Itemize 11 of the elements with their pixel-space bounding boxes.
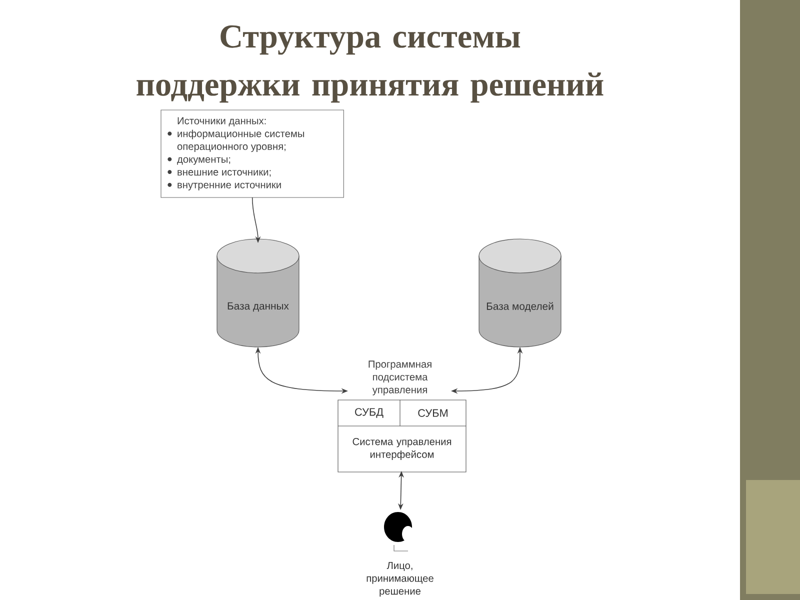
text-box: Источники данных: информационные системы операционного уровня; документы; внешние источники; внутренние источники	[160, 110, 344, 198]
cylinder: База моделей	[478, 238, 562, 348]
cylinder: База данных	[216, 238, 300, 348]
person-caption: Лицо, принимающее решение	[366, 562, 434, 597]
cell-label: Система управления интерфейсом	[352, 438, 452, 460]
subsystem-box	[338, 400, 466, 472]
cell-label: СУБД	[355, 408, 384, 418]
box-heading: Программная подсистема управления	[368, 360, 432, 396]
person-drawing	[384, 512, 414, 552]
cell-label: СУБМ	[418, 409, 448, 417]
slide-title: Структура системы поддержки принятия решений	[136, 25, 604, 103]
